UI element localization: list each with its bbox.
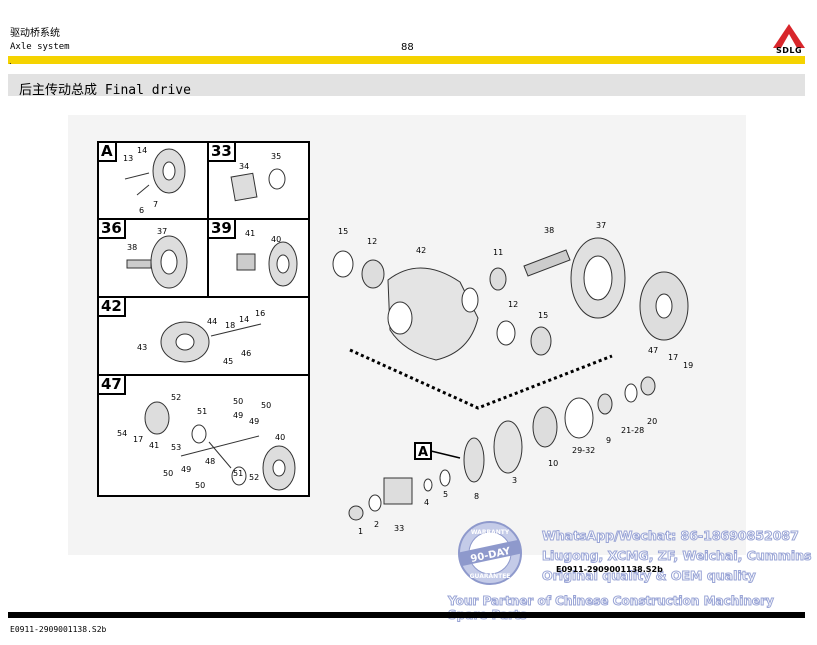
part-label: 43 [137,343,147,352]
part-label: 51 [197,407,207,416]
badge-bottom-text: GUARANTEE [470,573,511,580]
part-label: 53 [171,443,181,452]
part-label: 34 [239,162,249,171]
panel-47-drawing: 52 50 51 49 50 49 54 17 41 53 40 48 50 4… [117,393,296,491]
part-label: 6 [139,206,144,215]
drawing-reference: E0911-2909001138.S2b [556,565,663,574]
part-label: 45 [223,357,233,366]
part-label: 50 [195,481,205,490]
part-label: 47 [648,346,658,355]
part-label: 38 [544,226,554,235]
inset-callout: A [418,445,428,460]
part-label: 40 [271,235,281,244]
panel-39: 39 41 40 [207,218,310,298]
panel-label: 36 [99,220,126,239]
panel-42-drawing: 44 18 14 16 43 45 46 [137,309,265,366]
part-label: 51 [233,469,243,478]
part-label: 54 [117,429,127,438]
page-title: 后主传动总成 Final drive [19,83,191,98]
part-label: 3 [512,476,517,485]
part-label: 49 [249,417,259,426]
part-label: 29-32 [572,446,595,455]
footer-reference: E0911-2909001138.S2b [10,625,107,634]
part-label: 15 [338,227,348,236]
panel-36-drawing: 38 37 [126,227,188,289]
part-label: 12 [367,237,377,246]
part-label: 50 [261,401,271,410]
panel-47: 47 52 50 51 49 50 49 54 17 41 53 40 48 5… [97,374,310,497]
watermark-brands: Liugong, XCMG, ZF, Weichai, Cummins [541,548,812,564]
part-label: 7 [153,200,158,209]
part-label: 1 [358,527,363,536]
panel-36: 36 38 37 [97,218,209,298]
part-label: 10 [548,459,558,468]
part-label: 40 [275,433,285,442]
part-label: 33 [394,524,404,533]
part-label: 19 [683,361,693,370]
part-label: 41 [149,441,159,450]
part-label: 2 [374,520,379,529]
part-label: 44 [207,317,217,326]
part-label: 42 [416,246,426,255]
footer-bar [8,612,805,618]
panel-33-drawing: 34 35 [230,152,286,202]
watermark-contact: WhatsApp/Wechat: 86-18690852087 [542,528,800,544]
part-label: 8 [474,492,479,501]
part-label: 5 [443,490,448,499]
part-label: 21-28 [621,426,644,435]
panel-label: 33 [209,143,236,162]
section-title-cn: 驱动桥系统 [10,28,60,39]
watermark-quality: Original quality & OEM quality [542,568,757,584]
panel-label: 39 [209,220,236,239]
part-label: 52 [249,473,259,482]
part-label: 14 [239,315,249,324]
panel-label: 42 [99,298,126,317]
badge-top-text: WARRANTY [471,529,510,536]
part-label: 46 [241,349,251,358]
part-label: 38 [127,243,137,252]
sdlg-logo [773,24,805,48]
panel-A-drawing: 13 14 6 7 [123,146,186,215]
part-label: 12 [508,300,518,309]
warranty-badge: WARRANTY 90-DAY GUARANTEE [458,521,522,585]
part-label: 49 [233,411,243,420]
panel-label: 47 [99,376,126,395]
part-label: 13 [123,154,133,163]
part-label: 49 [181,465,191,474]
part-label: 9 [606,436,611,445]
header-accent-bar [8,56,805,64]
part-label: 41 [245,229,255,238]
part-label: 50 [233,397,243,406]
part-label: 50 [163,469,173,478]
panel-42: 42 44 18 14 16 43 45 46 [97,296,310,376]
page-number: 88 [401,42,414,53]
part-label: 16 [255,309,265,318]
part-label: 37 [596,221,606,230]
section-title-en: Axle system [10,42,70,52]
part-label: 52 [171,393,181,402]
title-bar [8,74,805,96]
panel-label: A [99,143,117,162]
part-label: 18 [225,321,235,330]
part-label: 17 [133,435,143,444]
part-label: 48 [205,457,215,466]
part-label: 15 [538,311,548,320]
panel-39-drawing: 41 40 [236,229,298,287]
header-dot: . [9,57,12,66]
part-label: 4 [424,498,429,507]
part-label: 11 [493,248,503,257]
logo-text: SDLG [775,46,803,55]
part-label: 14 [137,146,147,155]
part-label: 20 [647,417,657,426]
part-label: 37 [157,227,167,236]
part-label: 17 [668,353,678,362]
part-label: 35 [271,152,281,161]
